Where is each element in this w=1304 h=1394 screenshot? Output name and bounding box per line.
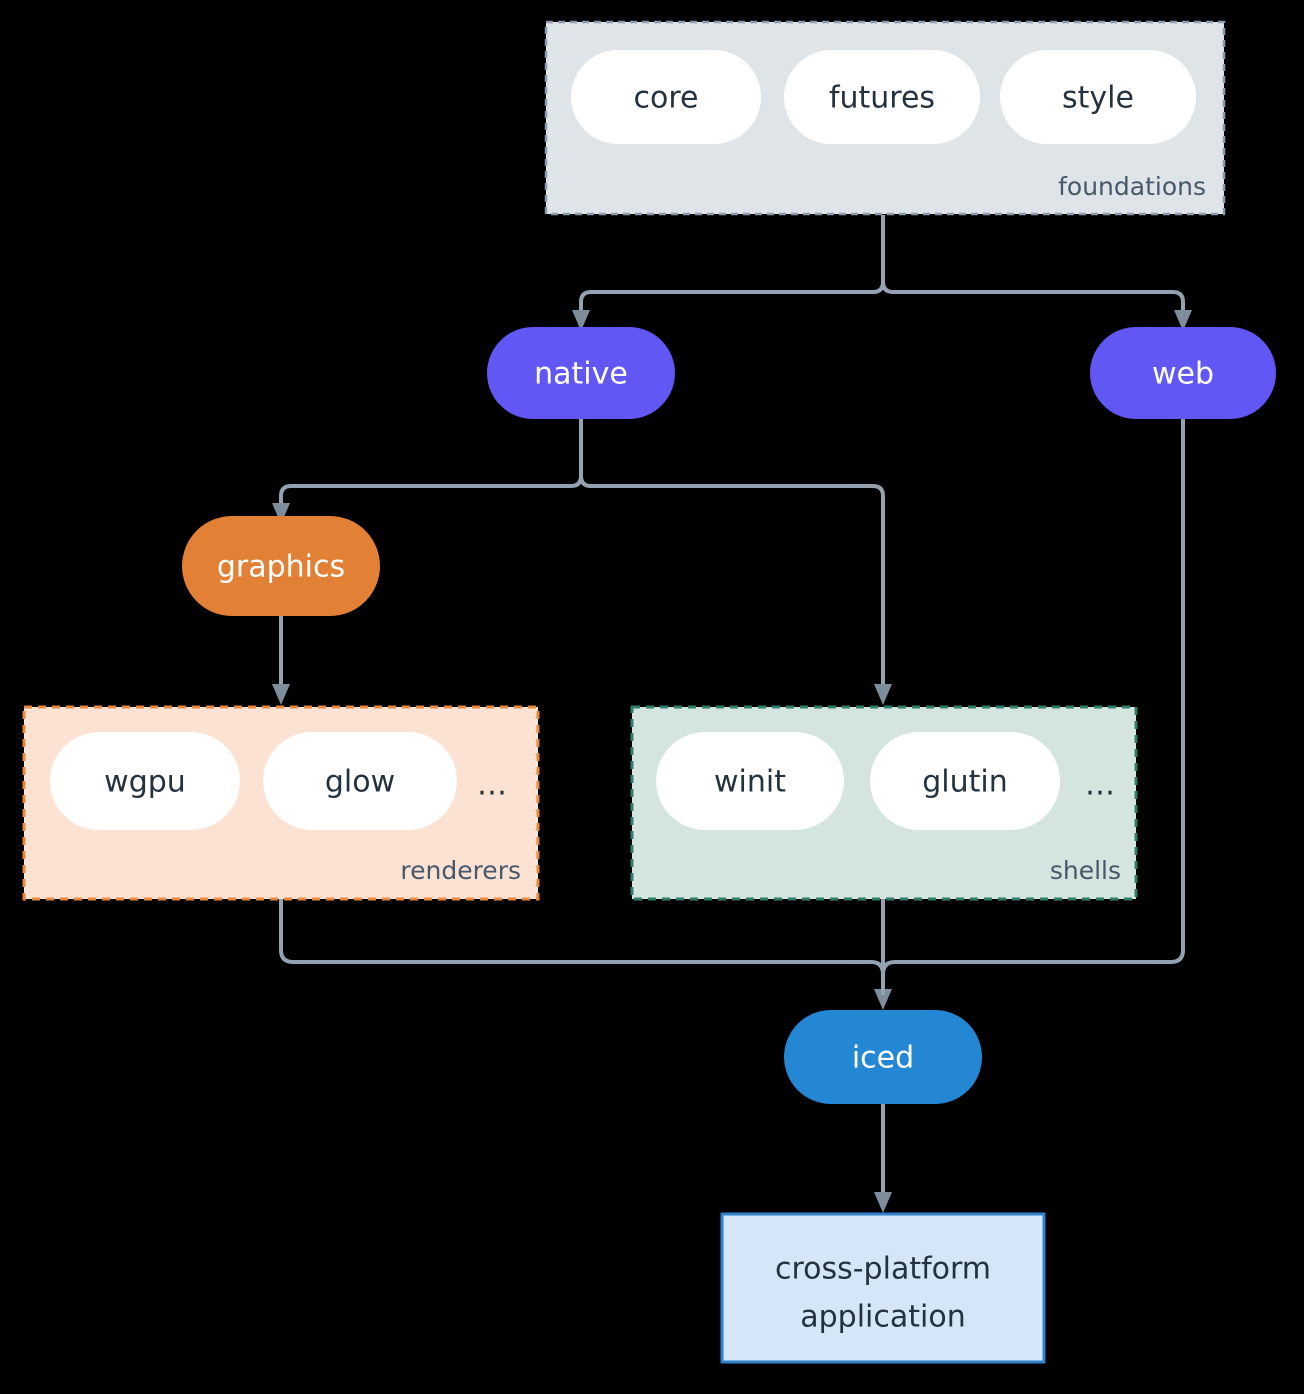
node-graphics[interactable]: graphics [182,516,380,616]
pill-winit-label: winit [714,765,786,800]
edge-web-to-iced [881,419,1185,995]
node-web-shape [1090,327,1276,419]
arrow-graphics-to-renderers [272,684,290,705]
pill-glutin[interactable]: glutin [870,732,1060,830]
pill-glow-label: glow [325,765,395,800]
pill-glow-shape [263,732,457,830]
renderers-ellipsis: … [477,768,507,803]
pill-glow[interactable]: glow [263,732,457,830]
node-application-line2: application [800,1300,965,1335]
cluster-renderers: wgpu glow … renderers [22,705,540,901]
cluster-foundations-label: foundations [1058,172,1206,201]
pill-winit-shape [656,732,844,830]
edge-native-to-shells [579,475,885,690]
node-iced[interactable]: iced [784,1010,982,1104]
shells-ellipsis: … [1085,768,1115,803]
arrow-native-to-graphics [272,503,290,524]
pill-glutin-label: glutin [922,765,1008,800]
node-application-shape [720,1212,1046,1364]
cluster-foundations: core futures style foundations [544,20,1226,216]
arrow-foundations-to-web [1174,310,1192,331]
pill-core-shape [571,50,761,144]
node-graphics-shape [182,516,380,616]
arrow-to-iced [874,989,892,1010]
edge-native-to-graphics [279,419,583,510]
node-iced-shape [784,1010,982,1104]
pill-style-shape [1000,50,1196,144]
pill-core-label: core [634,81,699,116]
arrow-foundations-to-native [572,310,590,331]
edge-foundations-to-native [579,215,885,317]
pill-futures-label: futures [829,81,935,116]
pill-style-label: style [1062,81,1134,116]
edge-layer [272,215,1192,1213]
arrow-native-to-shells [874,684,892,705]
pill-futures-shape [784,50,980,144]
node-graphics-label: graphics [217,550,345,585]
pill-futures[interactable]: futures [784,50,980,144]
pill-wgpu-shape [50,732,240,830]
node-web[interactable]: web [1090,327,1276,419]
cluster-renderers-label: renderers [400,856,521,885]
node-application-line1: cross-platform [775,1252,991,1287]
node-application[interactable]: cross-platform application [720,1212,1046,1364]
node-native[interactable]: native [487,327,675,419]
arrow-iced-to-application [874,1192,892,1213]
node-web-label: web [1152,357,1214,392]
cluster-shells-label: shells [1050,856,1121,885]
node-native-label: native [534,357,628,392]
node-iced-label: iced [852,1041,914,1076]
pill-core[interactable]: core [571,50,761,144]
node-native-shape [487,327,675,419]
pill-wgpu[interactable]: wgpu [50,732,240,830]
pill-winit[interactable]: winit [656,732,844,830]
pill-style[interactable]: style [1000,50,1196,144]
cluster-shells: winit glutin … shells [630,705,1138,901]
edge-renderers-to-iced [279,899,885,995]
pill-wgpu-label: wgpu [104,765,186,800]
edge-foundations-to-web [881,281,1185,317]
pill-glutin-shape [870,732,1060,830]
